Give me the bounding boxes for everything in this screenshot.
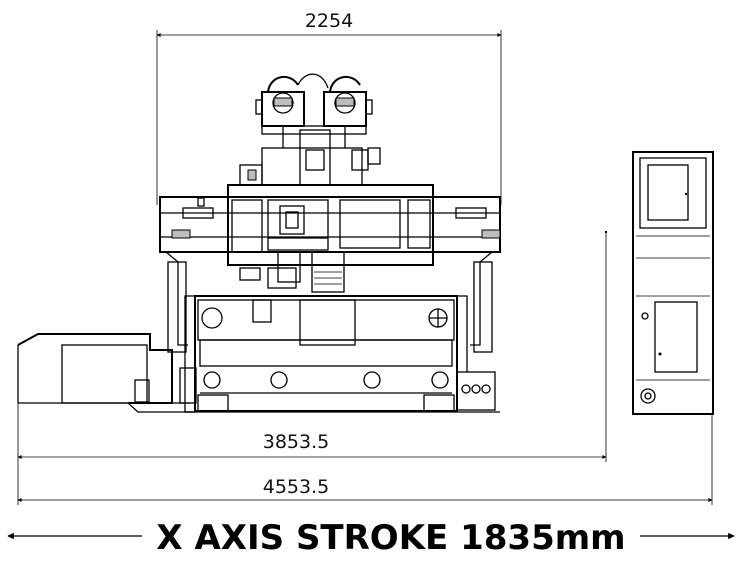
spindle-carriage — [227, 129, 434, 293]
gantry-beam — [159, 196, 501, 353]
machine-bed — [184, 295, 500, 413]
dust-hoods — [255, 73, 373, 148]
dimension-bottom-width: 4553.5 — [17, 415, 713, 505]
dimension-top-width-label: 2254 — [305, 10, 353, 32]
dimension-top-width: 2254 — [156, 10, 502, 205]
x-axis-stroke-label: X AXIS STROKE 1835mm — [156, 518, 625, 558]
x-axis-stroke-caption: X AXIS STROKE 1835mm — [7, 518, 735, 558]
dimension-bottom-width-label: 4553.5 — [263, 476, 329, 498]
control-cabinet — [604, 151, 714, 415]
dimension-middle-width: 3853.5 — [17, 232, 607, 462]
loading-platform — [17, 333, 197, 413]
dimension-middle-width-label: 3853.5 — [263, 431, 329, 453]
